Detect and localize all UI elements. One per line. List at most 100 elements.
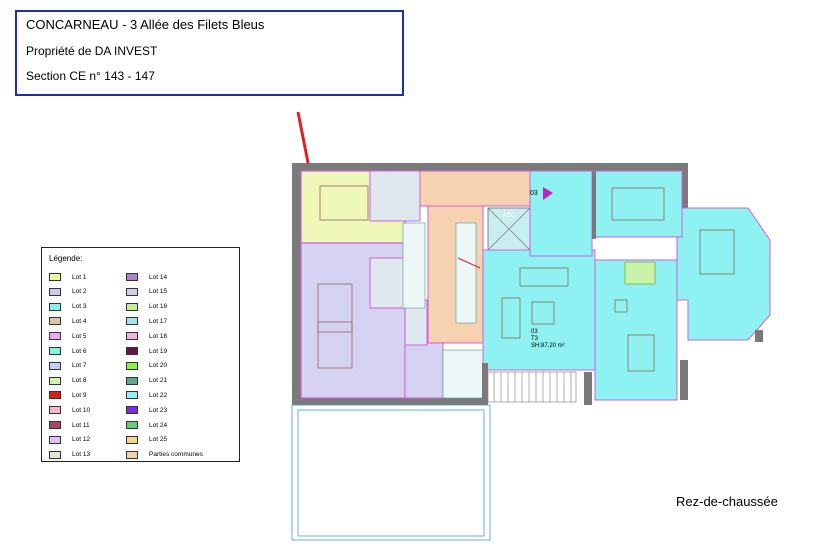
- legend-swatch: [49, 302, 61, 311]
- legend-item: Lot 8: [49, 375, 86, 387]
- unit-marker-label: 03: [530, 190, 538, 197]
- legend-label: Lot 7: [72, 362, 87, 370]
- legend-swatch: [49, 421, 61, 429]
- legend-label: Lot 21: [149, 377, 168, 385]
- title-section: Section CE n° 143 - 147: [26, 69, 155, 83]
- legend-item: Lot 22: [126, 389, 167, 401]
- legend-label: Lot 20: [149, 362, 168, 370]
- legend-item: Lot 15: [126, 286, 167, 298]
- legend-label: Lot 14: [149, 273, 168, 281]
- legend-item: Lot 10: [49, 404, 90, 416]
- room-lot3-apartment: [482, 170, 771, 401]
- legend-item: Lot 7: [49, 360, 86, 372]
- unit-info-line3: SH:87,20 m²: [531, 343, 565, 349]
- legend-title: Légende:: [49, 254, 83, 263]
- legend-swatch: [49, 391, 61, 400]
- legend-item: Lot 19: [126, 345, 167, 357]
- legend-label: Lot 5: [72, 332, 87, 340]
- title-owner: Propriété de DA INVEST: [26, 44, 158, 58]
- legend-label: Lot 15: [149, 288, 168, 296]
- legend-swatch: [49, 435, 61, 444]
- legend-label: Parties communes: [149, 451, 203, 459]
- legend-item: Lot 23: [126, 404, 167, 416]
- interior-walls: [482, 171, 763, 405]
- legend-label: Lot 4: [72, 317, 87, 325]
- legend-label: Lot 11: [72, 421, 90, 429]
- legend-item: Lot 9: [49, 389, 86, 401]
- legend-swatch: [126, 347, 138, 355]
- title-block: CONCARNEAU - 3 Allée des Filets Bleus Pr…: [15, 10, 404, 96]
- legend-swatch: [49, 347, 61, 355]
- legend-label: Lot 22: [149, 391, 168, 399]
- legend-swatch: [126, 391, 138, 400]
- legend-swatch: [126, 421, 138, 429]
- bed: [317, 283, 353, 333]
- legend-label: Lot 19: [149, 347, 168, 355]
- legend-item: Parties communes: [126, 449, 203, 461]
- legend-label: Lot 25: [149, 436, 168, 444]
- exterior-walls: [292, 163, 688, 405]
- legend-item: Lot 21: [126, 375, 167, 387]
- unit-info-line2: T3: [531, 336, 539, 342]
- elevator-label: ASC: [503, 213, 516, 219]
- legend-item: Lot 2: [49, 286, 86, 298]
- legend-swatch: [126, 302, 138, 311]
- legend-item: Lot 20: [126, 360, 167, 372]
- legend-item: Lot 5: [49, 330, 86, 342]
- legend-label: Lot 18: [149, 332, 168, 340]
- front-steps: [487, 371, 577, 403]
- legend-swatch: [126, 273, 138, 281]
- legend-swatch: [49, 317, 61, 326]
- legend-swatch: [126, 435, 138, 444]
- legend-item: Lot 3: [49, 301, 86, 313]
- legend-item: Lot 13: [49, 449, 90, 461]
- legend-item: Lot 16: [126, 301, 167, 313]
- legend-label: Lot 12: [72, 436, 91, 444]
- common-parts-hall: [419, 170, 551, 207]
- kitchen-counter: [624, 261, 656, 285]
- legend-item: Lot 6: [49, 345, 86, 357]
- staircase: [402, 222, 484, 399]
- title-address: CONCARNEAU - 3 Allée des Filets Bleus: [26, 17, 265, 32]
- furniture: [501, 187, 735, 372]
- legend-swatch: [126, 332, 138, 341]
- legend-item: Lot 12: [49, 434, 90, 446]
- legend-label: Lot 3: [72, 303, 87, 311]
- legend-label: Lot 24: [149, 421, 168, 429]
- legend-swatch: [49, 361, 61, 370]
- legend-label: Lot 16: [149, 303, 168, 311]
- legend-swatch: [49, 450, 61, 459]
- floor-label: Rez-de-chaussée: [676, 494, 778, 509]
- legend-item: Lot 18: [126, 330, 167, 342]
- room-service: [369, 257, 405, 309]
- legend-swatch: [49, 406, 61, 415]
- bed: [317, 321, 353, 369]
- legend-swatch: [49, 376, 61, 385]
- terrace-outline: [291, 404, 491, 541]
- legend: Légende: Lot 1 Lot 2 Lot 3 Lot 4 Lot 5 Lot 6 L…: [41, 247, 240, 462]
- legend-label: Lot 2: [72, 288, 87, 296]
- legend-swatch: [49, 273, 61, 281]
- legend-swatch: [126, 406, 138, 415]
- unit-marker-icon: [543, 187, 553, 200]
- legend-item: Lot 17: [126, 315, 167, 327]
- legend-label: Lot 9: [72, 391, 87, 399]
- legend-label: Lot 13: [72, 451, 91, 459]
- legend-item: Lot 24: [126, 419, 167, 431]
- legend-swatch: [126, 376, 138, 385]
- legend-item: Lot 14: [126, 271, 167, 283]
- legend-swatch: [126, 450, 138, 459]
- legend-label: Lot 8: [72, 377, 87, 385]
- legend-swatch: [49, 287, 61, 296]
- legend-swatch: [126, 287, 138, 296]
- legend-label: Lot 1: [72, 273, 87, 281]
- legend-label: Lot 23: [149, 406, 168, 414]
- legend-label: Lot 17: [149, 317, 168, 325]
- room-lot2-small: [404, 342, 444, 399]
- room-service: [369, 170, 421, 222]
- bed: [319, 185, 369, 221]
- legend-swatch: [126, 317, 138, 326]
- legend-item: Lot 1: [49, 271, 86, 283]
- legend-item: Lot 25: [126, 434, 167, 446]
